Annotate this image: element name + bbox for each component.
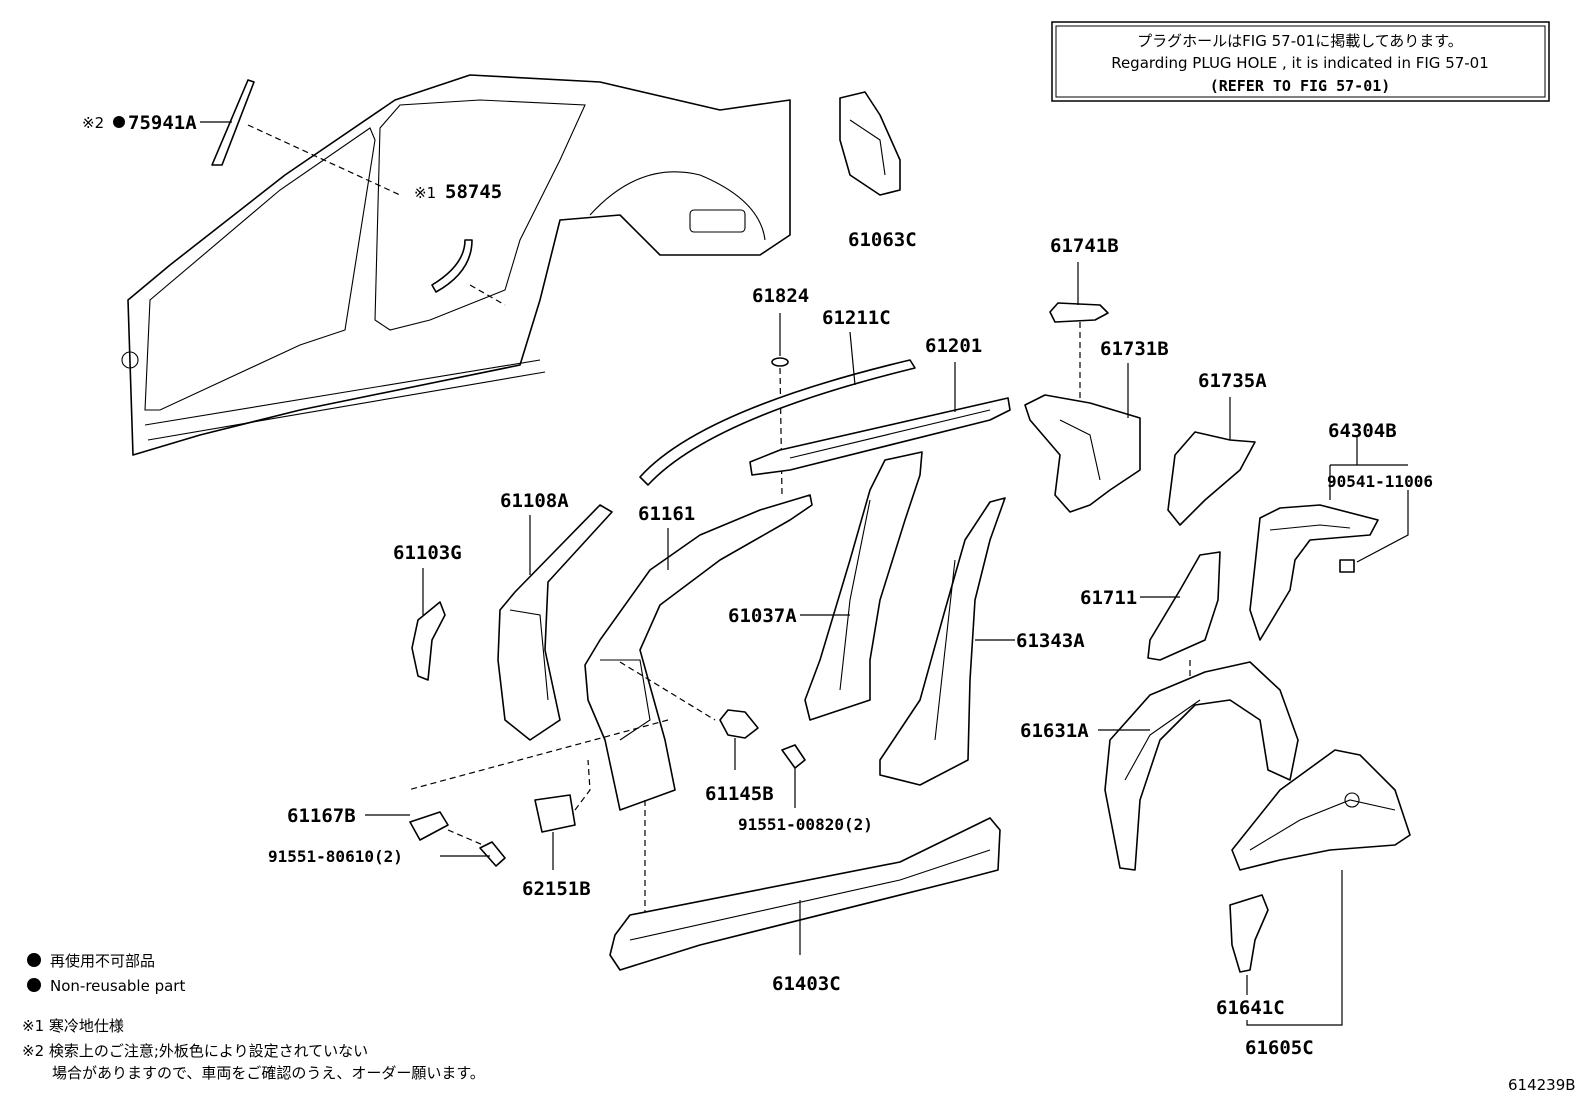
part-61741B-shape <box>1049 302 1109 323</box>
mark-75941A: ※2 <box>82 114 104 132</box>
label-61741B: 61741B <box>1050 235 1119 257</box>
rocker-line <box>144 359 541 426</box>
part-61403C-detail <box>629 849 991 941</box>
part-62151B-shape <box>534 794 576 833</box>
part-61161-detail <box>600 659 651 741</box>
part-61108A-shape <box>497 504 613 741</box>
part-61641C-shape <box>1229 894 1269 973</box>
rear-wheel-arch <box>589 171 766 241</box>
part-61037A-detail <box>839 499 871 691</box>
legend-nonreusable-en: Non-reusable part <box>50 977 185 995</box>
label-61824: 61824 <box>752 285 809 307</box>
note-line-en: Regarding PLUG HOLE , it is indicated in… <box>1111 54 1489 72</box>
label-61103G: 61103G <box>393 542 462 564</box>
part-61145B-shape <box>719 709 759 739</box>
part-61631A-detail <box>1124 699 1201 781</box>
leader-61211C <box>849 331 856 386</box>
part-61063C-detail <box>849 119 886 176</box>
label-61145B: 61145B <box>705 783 774 805</box>
note-frame-outer <box>1051 21 1550 102</box>
label-61108A: 61108A <box>500 490 569 512</box>
legend-note-2-line2: 場合がありますので、車両をご確認のうえ、オーダー願います。 <box>52 1064 485 1082</box>
part-61343A-shape <box>879 497 1006 786</box>
dash-58745 <box>469 284 506 306</box>
bolt-91551-00820-shape <box>781 744 806 769</box>
nonreusable-dot-75941A <box>113 116 125 128</box>
part-61731B-detail <box>1059 419 1101 481</box>
label-61201: 61201 <box>925 335 982 357</box>
label-61211C: 61211C <box>822 307 891 329</box>
legend-nonreusable-jp: 再使用不可部品 <box>50 952 155 970</box>
part-61605C-hole <box>1344 792 1360 808</box>
label-61063C: 61063C <box>848 229 917 251</box>
part-61037A-shape <box>804 451 923 721</box>
part-61201-detail <box>789 409 991 459</box>
part-61731B-shape <box>1024 394 1141 513</box>
label-61167B: 61167B <box>287 805 356 827</box>
label-90541-11006: 90541-11006 <box>1327 472 1433 491</box>
bolt-91551-80610-shape <box>479 841 506 867</box>
note-line-refer: (REFER TO FIG 57-01) <box>1210 77 1391 95</box>
label-91551-80610: 91551-80610(2) <box>268 847 403 866</box>
part-90541-clip <box>1339 559 1355 573</box>
label-61711: 61711 <box>1080 587 1137 609</box>
rocker-line-lower <box>147 371 546 441</box>
dash-61167B <box>447 829 491 849</box>
rear-door-opening <box>374 99 586 331</box>
legend-note-1: ※1 寒冷地仕様 <box>22 1017 124 1035</box>
legend: 再使用不可部品 Non-reusable part ※1 寒冷地仕様 ※2 検索… <box>22 952 485 1082</box>
label-61631A: 61631A <box>1020 720 1089 742</box>
part-61605C-shape <box>1231 749 1411 871</box>
part-64304B-shape <box>1249 504 1379 641</box>
label-61403C: 61403C <box>772 973 841 995</box>
label-61605C: 61605C <box>1245 1037 1314 1059</box>
dash-62151B <box>574 759 591 811</box>
part-61631A-shape <box>1104 661 1299 871</box>
part-61343A-detail <box>934 559 956 741</box>
label-61731B: 61731B <box>1100 338 1169 360</box>
fuel-door <box>689 209 746 233</box>
part-61735A-shape <box>1167 431 1256 526</box>
note-frame-inner <box>1055 25 1546 98</box>
part-61103G-shape <box>411 601 446 681</box>
part-75941A-shape <box>211 79 255 166</box>
label-58745: 58745 <box>445 181 502 203</box>
plug-hole-note: プラグホールはFIG 57-01に掲載してあります。 Regarding PLU… <box>1051 21 1550 102</box>
legend-dot-2 <box>27 978 41 992</box>
label-61735A: 61735A <box>1198 370 1267 392</box>
front-door-opening <box>144 127 376 411</box>
part-61211C-shape <box>639 359 916 486</box>
part-61403C-shape <box>609 817 1001 971</box>
label-61343A: 61343A <box>1016 630 1085 652</box>
front-hinge-hole <box>121 351 139 369</box>
part-61824-shape <box>771 357 789 367</box>
label-61037A: 61037A <box>728 605 797 627</box>
legend-dot-1 <box>27 953 41 967</box>
part-61108A-detail <box>509 609 549 701</box>
part-61711-shape <box>1147 551 1221 661</box>
figure-id: 614239B <box>1508 1076 1576 1094</box>
part-61063C-shape <box>839 91 901 196</box>
label-75941A: 75941A <box>128 112 197 134</box>
label-61161: 61161 <box>638 503 695 525</box>
leader-64304B <box>1329 436 1409 563</box>
label-62151B: 62151B <box>522 878 591 900</box>
part-58745-shape <box>431 239 473 293</box>
dash-75941A <box>247 124 401 196</box>
note-line-jp: プラグホールはFIG 57-01に掲載してあります。 <box>1137 32 1463 50</box>
label-64304B: 64304B <box>1328 420 1397 442</box>
part-61605C-detail <box>1249 799 1396 851</box>
part-64304B-detail <box>1269 524 1351 531</box>
dash-61161 <box>407 661 716 791</box>
leader-61605C <box>1246 870 1343 1026</box>
label-91551-00820: 91551-00820(2) <box>738 815 873 834</box>
label-61641C: 61641C <box>1216 997 1285 1019</box>
part-61167B-shape <box>409 811 449 841</box>
mark-58745: ※1 <box>414 184 436 202</box>
legend-note-2-line1: ※2 検索上のご注意;外板色により設定されていない <box>22 1042 368 1060</box>
dash-61824 <box>779 367 783 496</box>
part-61161-shape <box>584 494 813 811</box>
